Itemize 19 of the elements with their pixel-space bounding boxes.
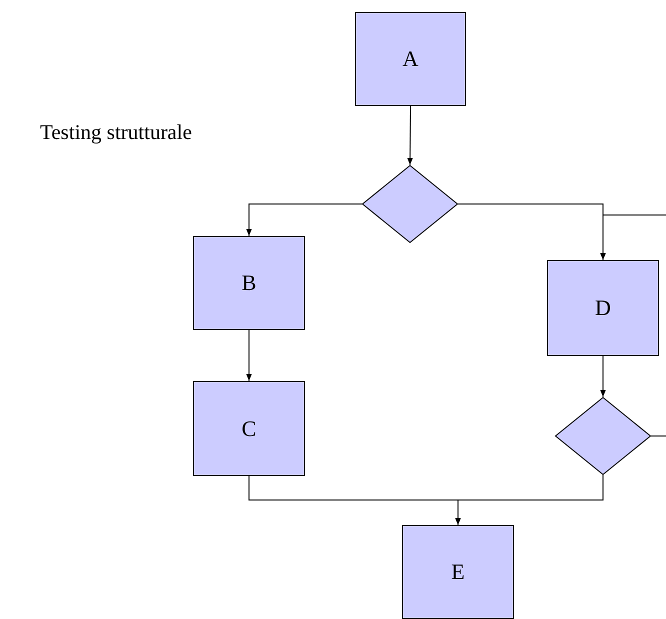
arrow	[600, 356, 606, 398]
arrow	[600, 214, 666, 436]
node-label: D	[595, 295, 611, 321]
process-box	[193, 236, 305, 330]
decision-diamond	[555, 397, 651, 475]
process-box	[547, 260, 659, 356]
decision-diamond	[362, 165, 458, 243]
node-label: B	[242, 270, 256, 296]
node-label: A	[402, 46, 418, 72]
node-label: E	[451, 559, 465, 585]
diagram-title: Testing strutturale	[40, 120, 192, 145]
arrow	[246, 330, 252, 382]
node-label: C	[242, 416, 256, 442]
arrow	[407, 106, 413, 166]
arrow	[246, 204, 362, 236]
arrow	[455, 474, 604, 526]
process-box	[402, 525, 514, 619]
process-box	[193, 381, 305, 476]
process-box	[355, 12, 466, 106]
